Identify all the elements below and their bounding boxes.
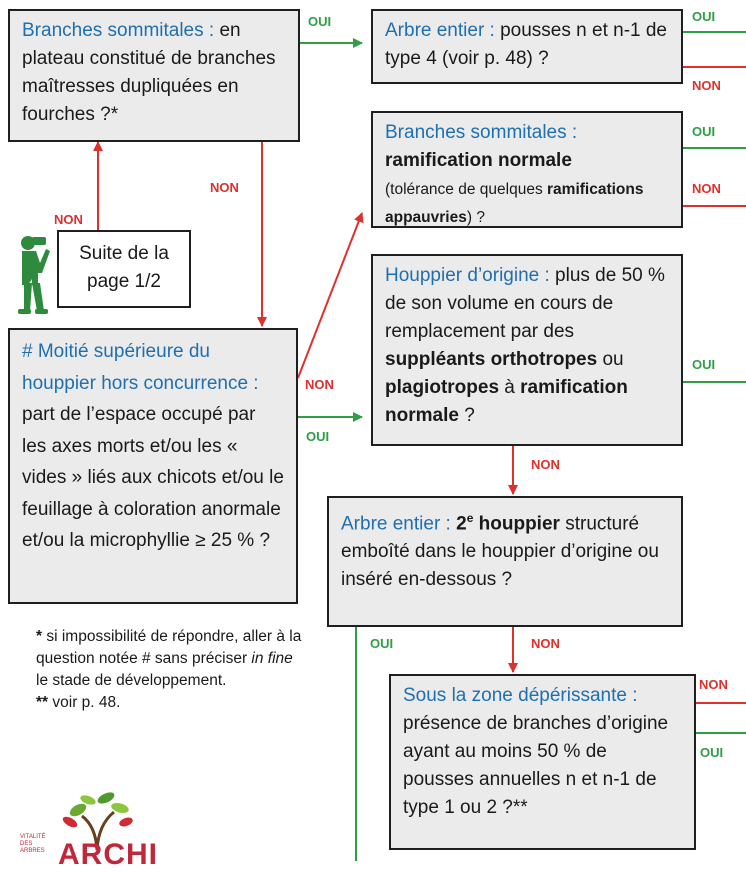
question-ramification-normale: Branches sommitales : ramification norma… — [371, 111, 683, 228]
label-non-b1: NON — [210, 180, 239, 195]
question-second-houppier: Arbre entier : 2e houppier structuré emb… — [327, 496, 683, 627]
label-non-b7: NON — [699, 677, 728, 692]
label-non-b6: NON — [531, 636, 560, 651]
observer-icon — [18, 236, 50, 314]
label-oui-b1: OUI — [308, 14, 332, 29]
label-non-b5: NON — [305, 377, 334, 392]
label-oui-b4: OUI — [692, 357, 716, 372]
question-pousses-type4: Arbre entier : pousses n et n-1 de type … — [371, 9, 683, 84]
label-oui-b5: OUI — [306, 429, 330, 444]
label-oui-b7: OUI — [700, 745, 724, 760]
archi-logo: VITALITÉ DES ARBRES ARCHI — [20, 790, 157, 871]
label-non-b2: NON — [692, 78, 721, 93]
question-houppier-origine: Houppier d’origine : plus de 50 % de son… — [371, 254, 683, 446]
label-oui-b3: OUI — [692, 124, 716, 139]
edge-b5-b3 — [297, 212, 364, 379]
label-oui-b2: OUI — [692, 9, 716, 24]
label-non-start: NON — [54, 212, 83, 227]
label-non-b3: NON — [692, 181, 721, 196]
question-moitie-superieure: # Moitié supérieure du houppier hors con… — [8, 328, 298, 604]
label-non-b4: NON — [531, 457, 560, 472]
question-zone-deperissante: Sous la zone dépérissante : présence de … — [389, 674, 696, 850]
leaf-logo-icon — [62, 792, 133, 851]
footnote: * si impossibilité de répondre, aller à … — [36, 628, 302, 711]
label-oui-b6: OUI — [370, 636, 394, 651]
question-branches-plateau: Branches sommitales : en plateau constit… — [8, 9, 300, 142]
start-box: Suite de la page 1/2 — [57, 230, 191, 308]
